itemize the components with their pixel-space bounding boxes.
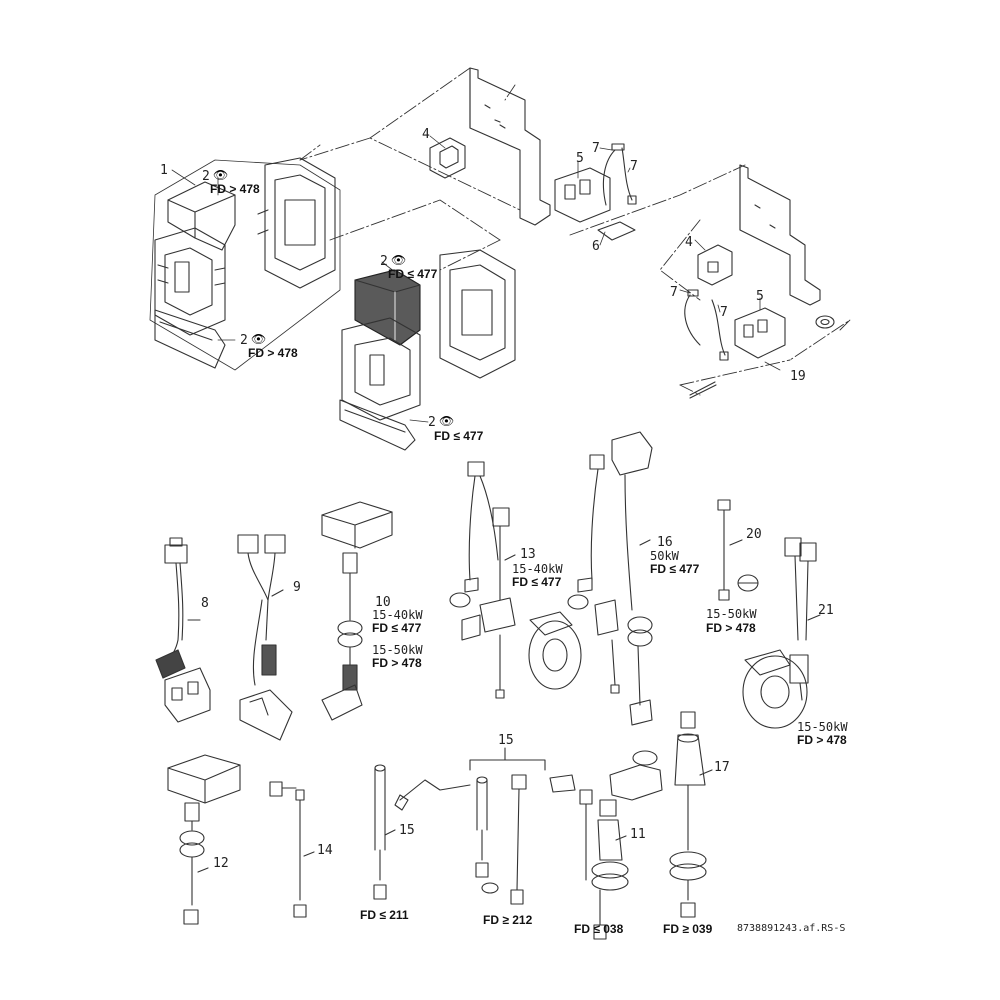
mounting-plate-upper (429, 67, 637, 241)
callout-5a: 5 (576, 151, 584, 166)
condition-fd-le-477-a: FD ≤ 477 (388, 267, 438, 281)
part-16-rating: 50kW (650, 549, 679, 563)
part-13-condition: FD ≤ 477 (512, 575, 562, 589)
callout-7d: 7 (720, 305, 728, 320)
part-10-condition-a: FD ≤ 477 (372, 621, 422, 635)
callout-2a: 2 (202, 169, 210, 184)
eye-icon: 👁 (251, 332, 267, 346)
cable-harness-16 (567, 431, 653, 726)
condition-fd-gt-478-b: FD > 478 (248, 346, 298, 360)
cable-harness-21 (742, 537, 821, 729)
callout-10: 10 (375, 595, 391, 610)
callout-2b: 2 (240, 333, 248, 348)
callout-4b: 4 (685, 235, 693, 250)
controller-housing-assembly-2 (339, 249, 516, 451)
part-20-condition: FD > 478 (706, 621, 756, 635)
part-15-condition-a: FD ≤ 211 (360, 908, 409, 922)
callout-11: 11 (630, 827, 646, 842)
callout-5b: 5 (756, 289, 764, 304)
flow-sensor-11 (549, 750, 663, 940)
cable-harness-12 (167, 754, 241, 925)
callout-14: 14 (317, 843, 333, 858)
callout-13: 13 (520, 547, 536, 562)
callout-15b: 15 (498, 733, 514, 748)
condition-fd-gt-478-a: FD > 478 (210, 182, 260, 196)
callout-2d: 2 (428, 415, 436, 430)
callout-2c: 2 (380, 254, 388, 269)
callout-20: 20 (746, 527, 762, 542)
part-20-rating: 15-50kW (706, 607, 757, 621)
part-10-rating-b: 15-50kW (372, 643, 423, 657)
callout-12: 12 (213, 856, 229, 871)
sensor-cable-15b (469, 747, 546, 905)
flow-sensor-17 (669, 711, 713, 918)
eye-icon: 👁 (391, 253, 407, 267)
part-15-condition-b: FD ≥ 212 (483, 913, 533, 927)
eye-icon: 👁 (213, 168, 229, 182)
part-10-condition-b: FD > 478 (372, 656, 422, 670)
leader-lines (171, 135, 781, 423)
callout-19: 19 (790, 369, 806, 384)
document-id: 8738891243.af.RS-S (737, 923, 846, 934)
mounting-plate-right (684, 164, 835, 399)
sensor-cable-15a (373, 764, 471, 900)
sensor-cable-14 (269, 781, 315, 918)
callout-7a: 7 (592, 141, 600, 156)
callout-7c: 7 (670, 285, 678, 300)
callout-16: 16 (657, 535, 673, 550)
callout-8: 8 (201, 596, 209, 611)
callout-7b: 7 (630, 159, 638, 174)
part-17-condition: FD ≥ 039 (663, 922, 713, 936)
callout-1: 1 (160, 163, 168, 178)
callout-21: 21 (818, 603, 834, 618)
part-21-rating: 15-50kW (797, 720, 848, 734)
callout-17: 17 (714, 760, 730, 775)
cable-harness-8 (155, 537, 211, 723)
cable-harness-9 (237, 534, 293, 741)
controller-housing-assembly-1 (149, 157, 341, 371)
callout-6: 6 (592, 239, 600, 254)
part-11-condition: FD ≤ 038 (574, 922, 624, 936)
cable-harness-10 (321, 501, 393, 721)
assembly-guide-lines (299, 67, 851, 396)
part-10-rating-a: 15-40kW (372, 608, 423, 622)
cable-harness-20 (717, 499, 759, 601)
callout-4a: 4 (422, 127, 430, 142)
eye-icon: 👁 (439, 414, 455, 428)
condition-fd-le-477-b: FD ≤ 477 (434, 429, 484, 443)
part-16-condition: FD ≤ 477 (650, 562, 700, 576)
callout-15a: 15 (399, 823, 415, 838)
part-13-rating: 15-40kW (512, 562, 563, 576)
cable-harness-13 (449, 461, 582, 699)
part-21-condition: FD > 478 (797, 733, 847, 747)
callout-9: 9 (293, 580, 301, 595)
